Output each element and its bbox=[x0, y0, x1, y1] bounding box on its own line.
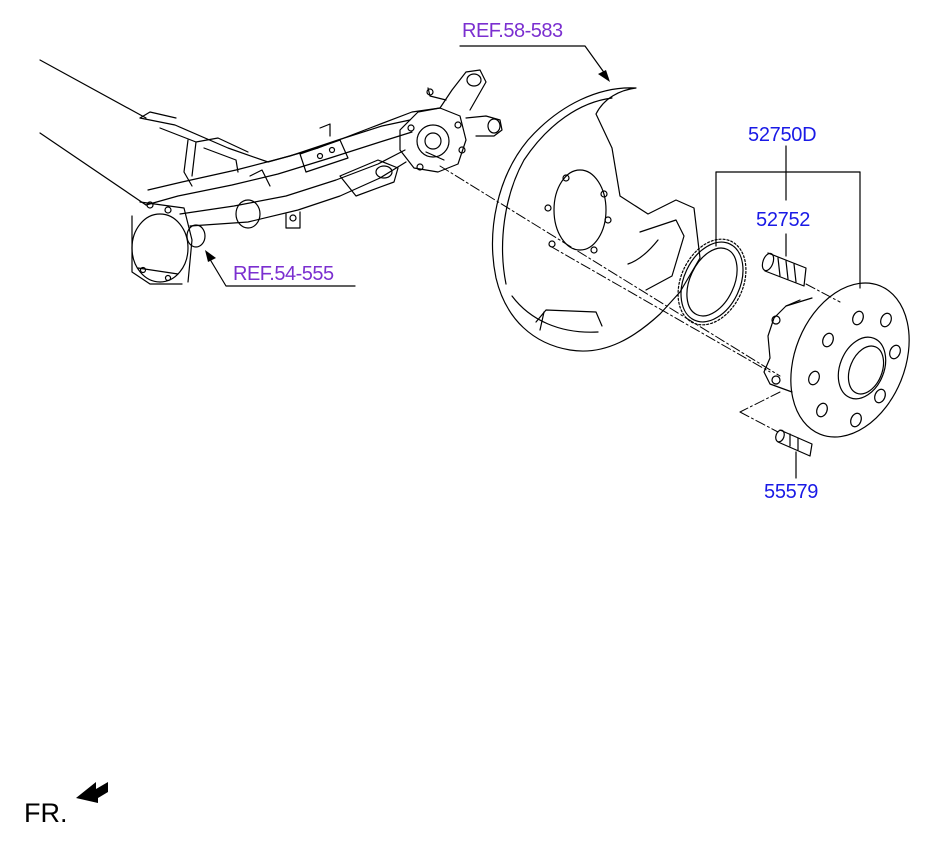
hub-bearing-assembly bbox=[763, 282, 910, 438]
torsion-axle-beam bbox=[39, 59, 503, 285]
brake-dust-shield bbox=[491, 87, 701, 352]
ref-label-axle-beam[interactable]: REF.54-555 bbox=[233, 263, 334, 285]
front-direction-arrow-icon bbox=[76, 782, 108, 803]
leader-lines bbox=[207, 45, 861, 479]
screw bbox=[775, 429, 813, 457]
ref-label-dust-shield[interactable]: REF.58-583 bbox=[462, 20, 563, 42]
front-direction-label: FR. bbox=[24, 798, 68, 828]
part-number-hub-assembly[interactable]: 52750D bbox=[748, 124, 817, 146]
assembly-center-lines bbox=[439, 165, 841, 433]
part-number-hub-bolt[interactable]: 52752 bbox=[756, 209, 811, 231]
leader-arrowheads bbox=[205, 70, 610, 262]
part-number-screw[interactable]: 55579 bbox=[764, 481, 819, 503]
hub-bolt bbox=[761, 252, 807, 287]
